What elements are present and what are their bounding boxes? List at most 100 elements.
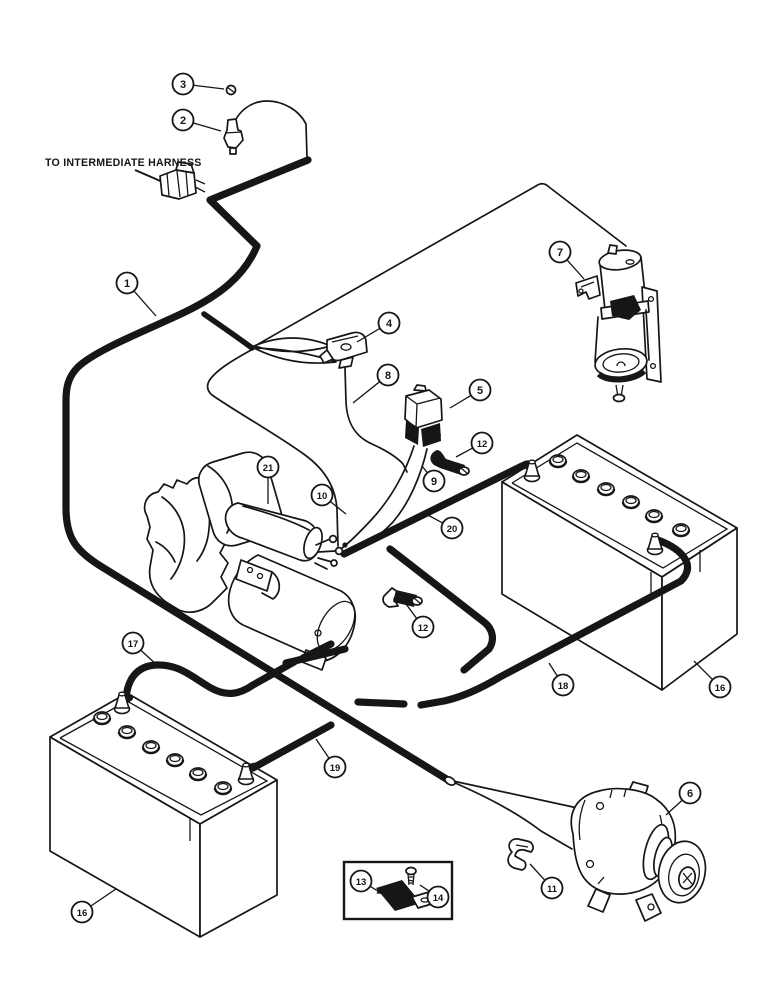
thin-wires bbox=[134, 100, 627, 850]
callout-16: 16 bbox=[70, 888, 117, 924]
callout-leader bbox=[529, 863, 546, 881]
battery-cell-cap bbox=[644, 509, 664, 524]
callout-number: 16 bbox=[715, 683, 726, 694]
callout-balloon bbox=[376, 363, 400, 387]
callout-12: 12 bbox=[405, 603, 435, 639]
strap-bolt bbox=[405, 866, 417, 886]
cable-17 bbox=[122, 658, 298, 704]
callout-leader bbox=[425, 513, 444, 524]
callout-number: 21 bbox=[263, 463, 274, 474]
callout-balloon bbox=[540, 876, 564, 900]
callout-7: 7 bbox=[548, 240, 585, 280]
callout-leader bbox=[133, 290, 157, 317]
callout-leader bbox=[315, 738, 330, 759]
alternator-wire-a bbox=[452, 780, 597, 813]
callout-balloon bbox=[470, 431, 494, 455]
callout-12: 12 bbox=[455, 431, 494, 458]
callout-leader bbox=[90, 888, 117, 907]
callout-balloon bbox=[70, 900, 94, 924]
callout-number: 3 bbox=[180, 79, 186, 91]
callout-number: 14 bbox=[433, 893, 444, 904]
cable-18 bbox=[417, 536, 692, 709]
solenoid-feed-wire bbox=[252, 182, 627, 348]
battery-cell-cap bbox=[92, 711, 112, 726]
callout-number: 19 bbox=[330, 763, 341, 774]
callout-11: 11 bbox=[529, 863, 564, 900]
callout-number: 9 bbox=[431, 476, 437, 488]
callout-arrowhead bbox=[376, 888, 383, 894]
alternator-item-6 bbox=[570, 781, 707, 922]
solenoid-item-7 bbox=[575, 244, 662, 403]
callout-leader bbox=[421, 465, 428, 474]
sender-wire bbox=[231, 100, 308, 158]
battery-terminal-post bbox=[646, 532, 664, 556]
battery-right-item-16 bbox=[501, 434, 738, 691]
cable-19 bbox=[249, 721, 335, 772]
starter-feed-wire bbox=[206, 348, 339, 547]
callout-leader bbox=[405, 603, 418, 619]
battery-cell-cap bbox=[571, 469, 591, 484]
battery-cell-cap bbox=[117, 725, 137, 740]
battery-cell-cap bbox=[671, 523, 691, 538]
callout-balloon bbox=[256, 455, 280, 479]
callout-balloon bbox=[548, 240, 572, 264]
callout-number: 6 bbox=[687, 788, 693, 800]
clamp-item-12-upper bbox=[430, 450, 470, 476]
main-harness-cable bbox=[62, 156, 452, 784]
battery-terminal-post bbox=[237, 762, 255, 786]
callout-21: 21 bbox=[256, 455, 280, 504]
battery-fittings bbox=[92, 454, 691, 796]
battery-cell-cap bbox=[188, 767, 208, 782]
callout-9: 9 bbox=[421, 465, 446, 493]
screw-item-3 bbox=[225, 84, 237, 96]
callout-10: 10 bbox=[310, 483, 347, 515]
callout-number: 2 bbox=[180, 115, 186, 127]
battery-cables bbox=[62, 156, 692, 786]
battery-cell-cap bbox=[165, 753, 185, 768]
callout-number: 1 bbox=[124, 278, 130, 290]
alternator-wire-b bbox=[452, 781, 573, 850]
callout-6: 6 bbox=[665, 781, 702, 816]
callout-leader bbox=[566, 259, 585, 280]
callout-16: 16 bbox=[693, 660, 732, 699]
callout-balloon bbox=[323, 755, 347, 779]
battery-terminal-post bbox=[523, 459, 541, 483]
callout-leader bbox=[329, 501, 347, 515]
battery-cell-cap bbox=[141, 740, 161, 755]
regulator-item-5 bbox=[404, 384, 443, 447]
callout-2: 2 bbox=[171, 108, 222, 132]
cable-dash-a bbox=[354, 698, 408, 708]
callout-number: 13 bbox=[356, 877, 367, 888]
callout-balloon bbox=[377, 311, 401, 335]
callout-number: 20 bbox=[447, 524, 458, 535]
callout-4: 4 bbox=[356, 311, 401, 343]
callout-number: 8 bbox=[385, 370, 391, 382]
callout-number: 4 bbox=[386, 318, 393, 330]
callout-3: 3 bbox=[171, 72, 225, 96]
cable-loop bbox=[386, 545, 497, 674]
callout-balloon bbox=[115, 271, 139, 295]
callout-balloon bbox=[426, 885, 450, 909]
intermediate-harness-label: TO INTERMEDIATE HARNESS bbox=[45, 157, 202, 169]
callout-17: 17 bbox=[121, 631, 159, 667]
callout-19: 19 bbox=[315, 738, 347, 779]
callout-leader bbox=[140, 649, 159, 667]
callout-leader bbox=[455, 447, 474, 458]
callout-13: 13 bbox=[349, 869, 384, 895]
battery-terminal-post bbox=[113, 691, 131, 715]
callout-leader bbox=[419, 884, 430, 892]
clamp-item-11 bbox=[507, 838, 534, 871]
clamp-item-12-lower bbox=[382, 587, 423, 608]
battery-cell-cap bbox=[621, 495, 641, 510]
callout-number: 5 bbox=[477, 385, 483, 397]
ground-strap bbox=[376, 880, 421, 911]
callout-leader bbox=[356, 327, 381, 343]
callout-8: 8 bbox=[352, 363, 400, 404]
callout-leader bbox=[192, 122, 222, 132]
callout-balloon bbox=[411, 615, 435, 639]
callout-number: 12 bbox=[477, 439, 488, 450]
harness-end-terminal bbox=[444, 776, 456, 786]
callout-balloon bbox=[708, 675, 732, 699]
